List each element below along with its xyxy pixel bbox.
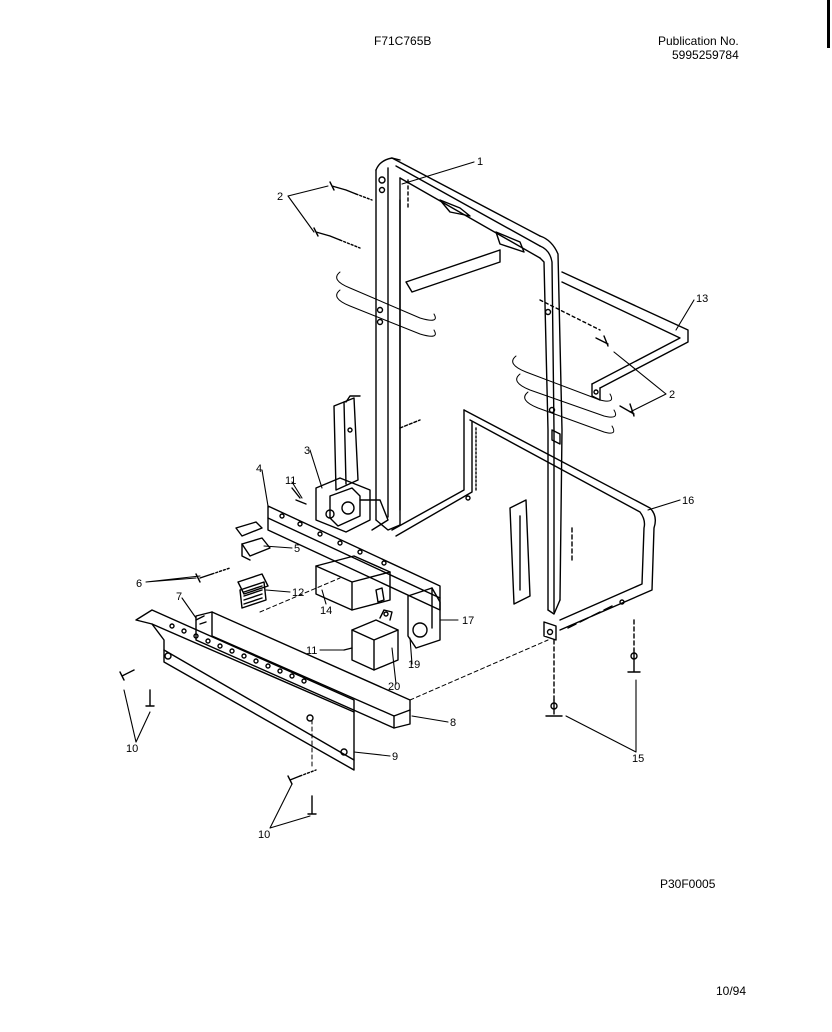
frame-part-1: [375, 157, 563, 615]
callout-11-lower: 11: [306, 645, 317, 657]
publication-number: 5995259784: [672, 48, 739, 62]
callout-11-upper: 11: [285, 475, 296, 487]
callout-2-right: 2: [669, 389, 675, 401]
shadow-ovals: [336, 271, 617, 434]
bracket-part-13: [539, 271, 689, 401]
callout-9: 9: [392, 751, 398, 763]
callout-8: 8: [450, 717, 456, 729]
callout-14: 14: [320, 605, 332, 617]
callout-2-top: 2: [277, 191, 283, 203]
callout-20: 20: [388, 681, 400, 693]
callout-6: 6: [136, 578, 142, 590]
clip-part-5: [235, 521, 271, 561]
leader-lines: [123, 161, 695, 829]
callout-16: 16: [682, 495, 694, 507]
publication-date: 10/94: [716, 984, 747, 998]
callout-13: 13: [696, 293, 708, 305]
frame-part-16: [391, 409, 657, 641]
relay-part-14: [315, 555, 391, 611]
callout-10-lower: 10: [258, 829, 270, 841]
terminal-part-12: [237, 573, 269, 609]
callout-7: 7: [176, 591, 182, 603]
callout-17: 17: [462, 615, 474, 627]
mount-bracket: [333, 395, 421, 491]
publication-label: Publication No.: [658, 34, 739, 48]
assembly-part-3: [315, 477, 389, 533]
callout-3: 3: [304, 445, 310, 457]
panel-part-9: [135, 609, 355, 771]
callout-4: 4: [256, 463, 262, 475]
callout-19: 19: [408, 659, 420, 671]
bracket-part-17: [407, 587, 441, 649]
screws: [119, 181, 641, 815]
model-number: F71C765B: [374, 34, 432, 48]
box-parts-19-20: [351, 609, 399, 671]
alignment-lines: [259, 577, 549, 769]
callout-labels: 1 2 13 2 3 4 11 16 5 6 12 7 14 17 11 19 …: [126, 156, 708, 841]
callout-5: 5: [294, 543, 300, 555]
page-edge-mark: [827, 0, 830, 48]
callout-10-upper: 10: [126, 743, 138, 755]
figure-code: P30F0005: [660, 877, 716, 891]
callout-1: 1: [477, 156, 483, 168]
callout-12: 12: [292, 587, 304, 599]
bar-part-8: [195, 611, 411, 729]
callout-15: 15: [632, 753, 644, 765]
